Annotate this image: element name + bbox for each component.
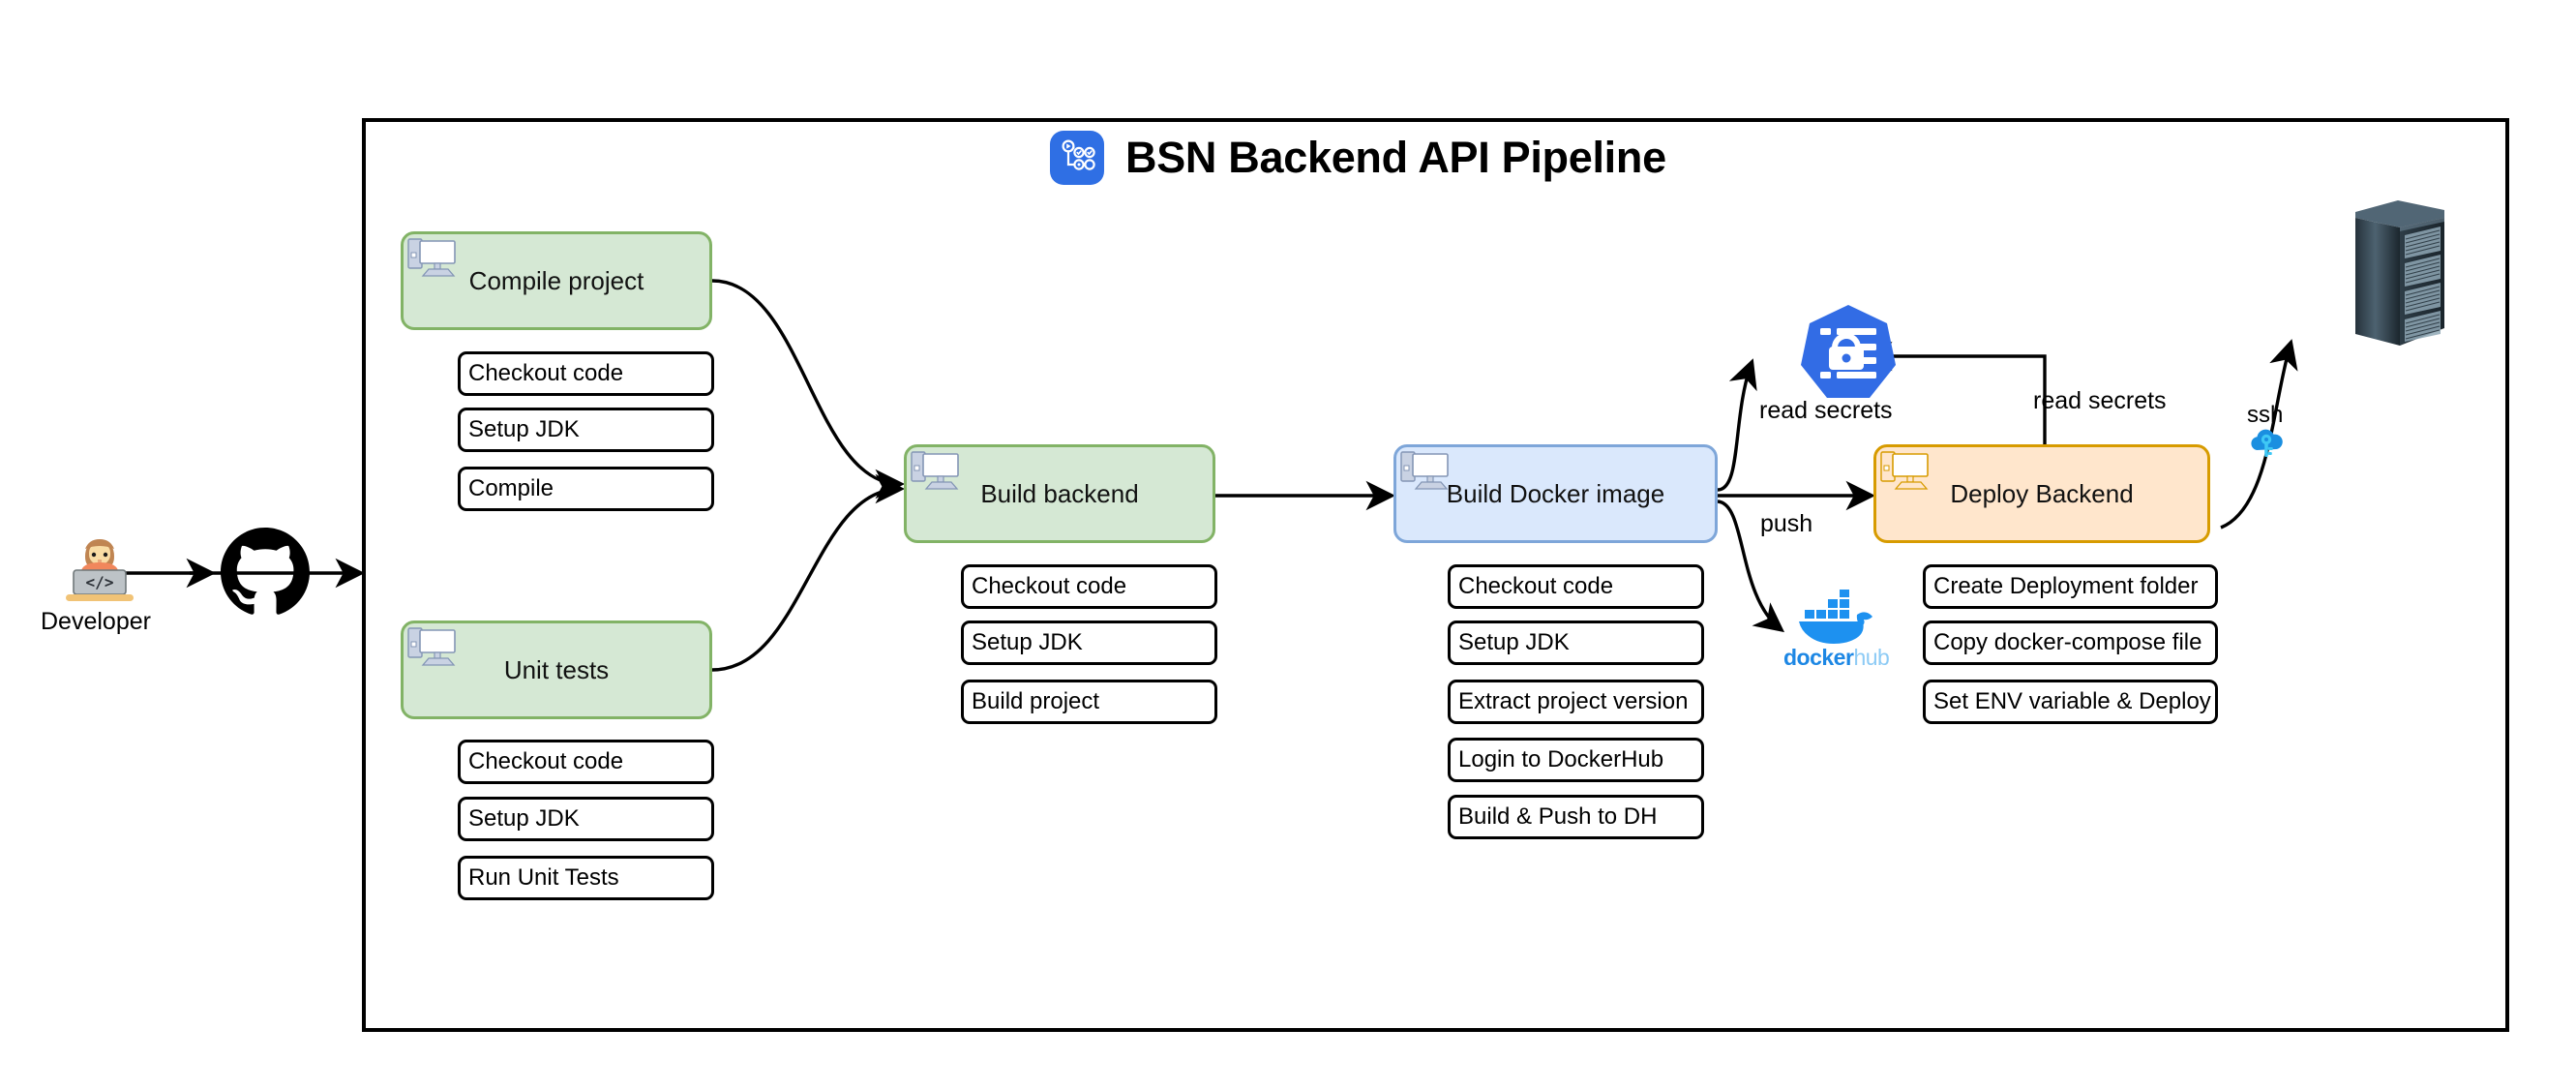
step-box[interactable]: Copy docker-compose file (1923, 621, 2218, 665)
step-label: Run Unit Tests (468, 864, 619, 891)
step-label: Checkout code (1458, 573, 1614, 599)
step-box[interactable]: Setup JDK (961, 621, 1217, 665)
edge-label-read-secrets-right: read secrets (2033, 387, 2167, 414)
github-octocat-icon (221, 528, 310, 617)
job-title: Deploy Backend (1950, 478, 2134, 508)
page-title: BSN Backend API Pipeline (1050, 131, 1666, 185)
step-label: Setup JDK (972, 629, 1083, 655)
step-label: Extract project version (1458, 688, 1689, 714)
step-box[interactable]: Run Unit Tests (458, 856, 714, 900)
step-box[interactable]: Checkout code (961, 564, 1217, 609)
step-label: Setup JDK (1458, 629, 1570, 655)
step-label: Copy docker-compose file (1933, 629, 2202, 655)
step-box[interactable]: Setup JDK (1448, 621, 1704, 665)
job-node-compile-project[interactable]: Compile project (401, 231, 712, 330)
step-box[interactable]: Setup JDK (458, 797, 714, 841)
computer-icon (407, 626, 458, 669)
step-box[interactable]: Login to DockerHub (1448, 738, 1704, 782)
github-actions-icon (1050, 131, 1104, 185)
ssh-label: ssh (2247, 402, 2284, 428)
dockerhub-wordmark: dockerhub (1783, 645, 1890, 671)
page-title-text: BSN Backend API Pipeline (1125, 133, 1666, 182)
developer-label: Developer (41, 608, 151, 635)
step-label: Create Deployment folder (1933, 573, 2199, 599)
step-label: Login to DockerHub (1458, 746, 1664, 772)
step-label: Checkout code (468, 748, 624, 774)
step-box[interactable]: Setup JDK (458, 408, 714, 452)
step-label: Set ENV variable & Deploy (1933, 688, 2211, 714)
developer-laptop-icon: </> (58, 528, 141, 603)
job-node-unit-tests[interactable]: Unit tests (401, 621, 712, 719)
step-box[interactable]: Build project (961, 680, 1217, 724)
docker-whale-icon (1795, 589, 1884, 647)
dockerhub-word-hub: hub (1853, 645, 1890, 670)
job-node-build-docker-image[interactable]: Build Docker image (1393, 444, 1718, 543)
edge-label-push: push (1760, 510, 1813, 537)
step-box[interactable]: Create Deployment folder (1923, 564, 2218, 609)
computer-icon (1880, 450, 1931, 493)
step-box[interactable]: Compile (458, 467, 714, 511)
job-title: Compile project (468, 265, 644, 295)
step-label: Checkout code (468, 360, 624, 386)
job-title: Build Docker image (1446, 478, 1665, 508)
edge-label-read-secrets-left: read secrets (1759, 397, 1893, 424)
job-title: Unit tests (503, 654, 610, 684)
server-rack-icon (2350, 198, 2450, 353)
step-label: Setup JDK (468, 416, 580, 442)
job-node-deploy-backend[interactable]: Deploy Backend (1873, 444, 2210, 543)
step-label: Checkout code (972, 573, 1127, 599)
ssh-key-cloud-icon (2247, 426, 2288, 461)
step-box[interactable]: Set ENV variable & Deploy (1923, 680, 2218, 724)
step-box[interactable]: Checkout code (458, 351, 714, 396)
step-label: Build & Push to DH (1458, 803, 1658, 830)
svg-text:</>: </> (86, 573, 114, 591)
kubernetes-secret-icon (1798, 302, 1899, 403)
step-label: Build project (972, 688, 1100, 714)
step-label: Setup JDK (468, 805, 580, 832)
step-box[interactable]: Extract project version (1448, 680, 1704, 724)
dockerhub-word-docker: docker (1783, 645, 1854, 670)
step-label: Compile (468, 475, 554, 501)
computer-icon (407, 237, 458, 280)
step-box[interactable]: Checkout code (1448, 564, 1704, 609)
step-box[interactable]: Build & Push to DH (1448, 795, 1704, 839)
job-title: Build backend (980, 478, 1139, 508)
computer-icon (1400, 450, 1451, 493)
job-node-build-backend[interactable]: Build backend (904, 444, 1215, 543)
computer-icon (911, 450, 961, 493)
step-box[interactable]: Checkout code (458, 740, 714, 784)
